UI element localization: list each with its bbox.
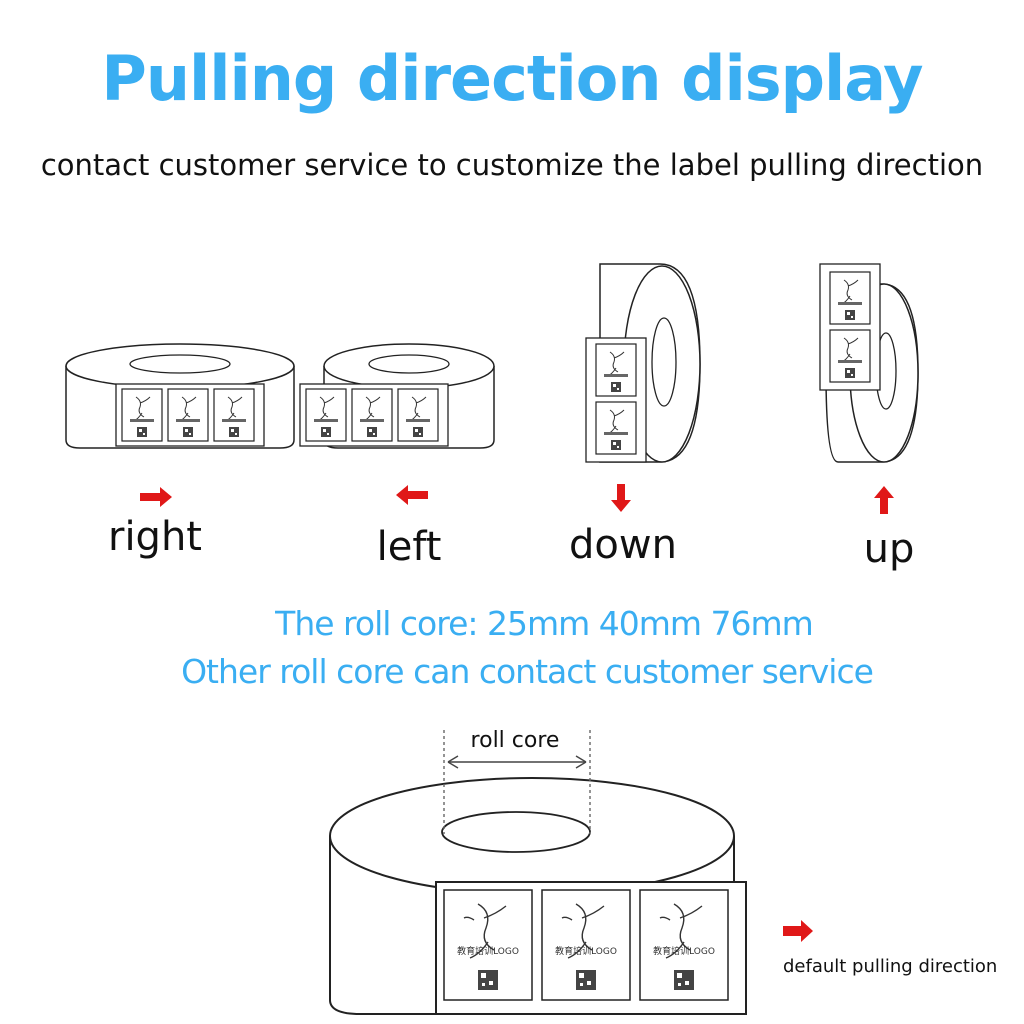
arrow-left-icon: [396, 485, 428, 505]
page-title: Pulling direction display: [101, 42, 923, 115]
label-logo-text-1: 教育培训LOGO: [457, 947, 519, 957]
roll-up: [819, 263, 919, 463]
label-logo-text-3: 教育培训LOGO: [653, 947, 715, 957]
direction-label-right: right: [108, 514, 202, 560]
roll-core-label: roll core: [470, 728, 560, 753]
direction-label-left: left: [376, 524, 442, 570]
core-sizes-note: The roll core: 25mm 40mm 76mm: [275, 604, 814, 643]
arrow-down-icon: [611, 484, 631, 512]
large-roll: [329, 730, 747, 1015]
roll-right: [65, 343, 295, 449]
roll-left: [299, 343, 495, 449]
arrow-up-icon: [874, 486, 894, 514]
default-direction-arrow-icon: [783, 920, 813, 942]
arrow-right-icon: [140, 487, 172, 507]
direction-label-up: up: [863, 526, 915, 572]
other-core-note: Other roll core can contact customer ser…: [181, 652, 874, 691]
direction-label-down: down: [569, 522, 677, 568]
page-subtitle: contact customer service to customize th…: [40, 148, 984, 182]
roll-down: [585, 263, 701, 463]
label-logo-text-2: 教育培训LOGO: [555, 947, 617, 957]
default-direction-label: default pulling direction: [783, 956, 998, 977]
